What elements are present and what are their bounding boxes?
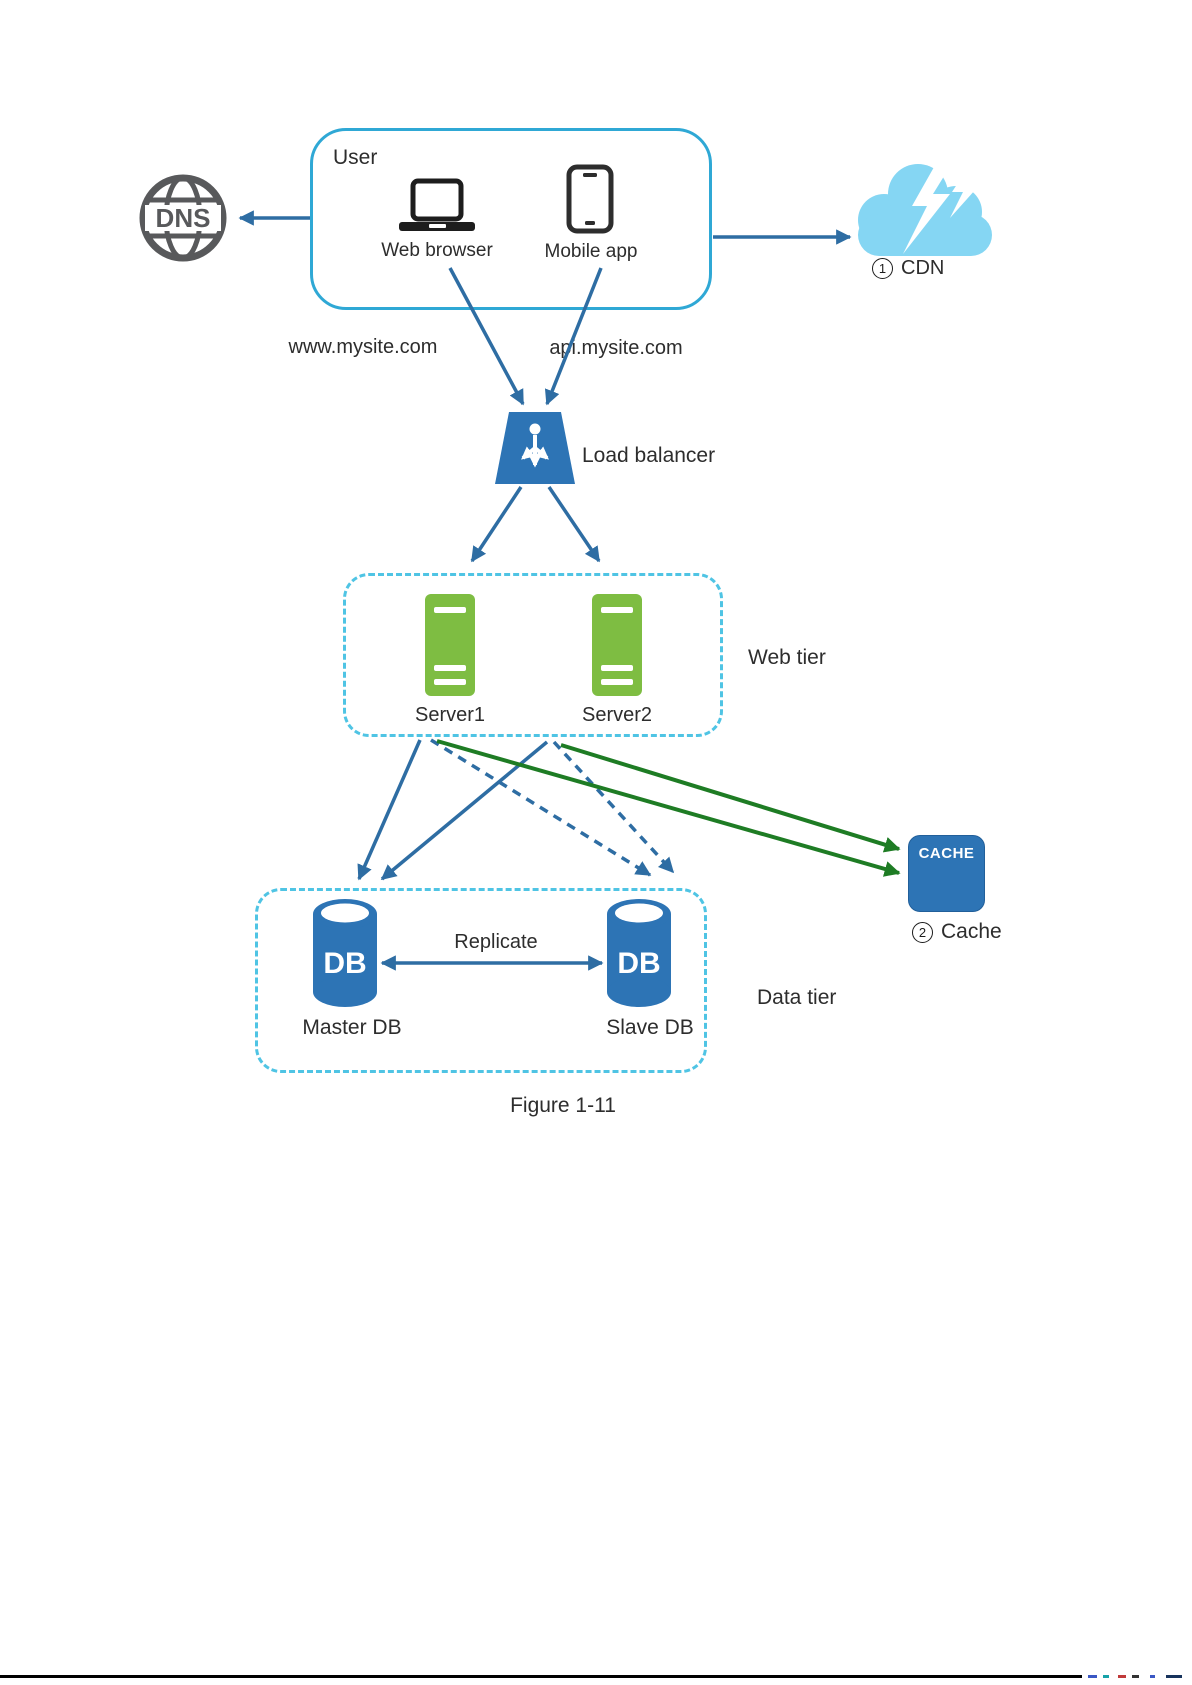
arrow-loadbalancer-to-server1 xyxy=(470,486,523,563)
master-db-icon-text: DB xyxy=(323,947,366,980)
slave-db-icon: DB xyxy=(607,899,671,1007)
server2-icon xyxy=(592,594,642,696)
dns-label: DNS xyxy=(156,203,211,233)
slave-db-label: Slave DB xyxy=(606,1016,694,1039)
load-balancer-label: Load balancer xyxy=(582,444,716,467)
arrow-server2-to-cache xyxy=(560,743,901,853)
arrow-server2-to-masterdb xyxy=(380,740,549,881)
web-domain-label: www.mysite.com xyxy=(288,336,438,358)
master-db-icon: DB xyxy=(313,899,377,1007)
dns-globe-icon: DNS xyxy=(139,174,227,262)
edge-artifact xyxy=(1132,1675,1139,1678)
cdn-caption: 1 CDN xyxy=(872,257,944,280)
edge-artifact xyxy=(1166,1675,1182,1678)
web-tier-box xyxy=(343,573,723,737)
cdn-cloud-icon xyxy=(858,158,992,256)
cdn-number-badge: 1 xyxy=(872,258,893,279)
arrow-server2-to-slavedb-dashed xyxy=(552,740,675,874)
page-bottom-rule xyxy=(0,1675,1082,1678)
lightning-bolt-icon xyxy=(903,160,954,254)
user-box-title: User xyxy=(333,146,378,169)
cache-label: Cache xyxy=(941,920,1002,943)
cache-caption: 2 Cache xyxy=(912,920,1002,944)
slave-db-icon-text: DB xyxy=(617,947,660,980)
cache-number-badge: 2 xyxy=(912,921,933,943)
cdn-label: CDN xyxy=(901,257,945,279)
edge-artifact xyxy=(1118,1675,1126,1678)
server1-icon xyxy=(425,594,475,696)
web-browser-label: Web browser xyxy=(381,240,493,261)
figure-caption: Figure 1-11 xyxy=(510,1094,616,1117)
arrow-server1-to-masterdb xyxy=(357,739,422,881)
api-domain-label: api.mysite.com xyxy=(549,337,683,359)
laptop-icon xyxy=(399,178,475,231)
lightning-notch-icon xyxy=(950,158,984,218)
data-tier-box xyxy=(255,888,707,1073)
server1-label: Server1 xyxy=(414,704,486,726)
arrow-server1-to-slavedb-dashed xyxy=(430,738,652,877)
server2-label: Server2 xyxy=(581,704,653,726)
master-db-label: Master DB xyxy=(302,1016,402,1039)
mobile-phone-icon xyxy=(566,164,614,234)
mobile-app-label: Mobile app xyxy=(544,241,638,262)
edge-artifact xyxy=(1088,1675,1097,1678)
load-balancer-icon xyxy=(495,412,575,484)
replicate-label: Replicate xyxy=(454,931,538,953)
arrow-loadbalancer-to-server2 xyxy=(547,486,601,563)
edge-artifact xyxy=(1103,1675,1109,1678)
arrow-server1-to-cache xyxy=(436,739,901,877)
data-tier-label: Data tier xyxy=(757,986,837,1009)
web-tier-label: Web tier xyxy=(748,646,826,669)
edge-artifact xyxy=(1150,1675,1155,1678)
cache-icon: CACHE xyxy=(908,835,985,912)
cache-icon-text: CACHE xyxy=(918,845,975,862)
